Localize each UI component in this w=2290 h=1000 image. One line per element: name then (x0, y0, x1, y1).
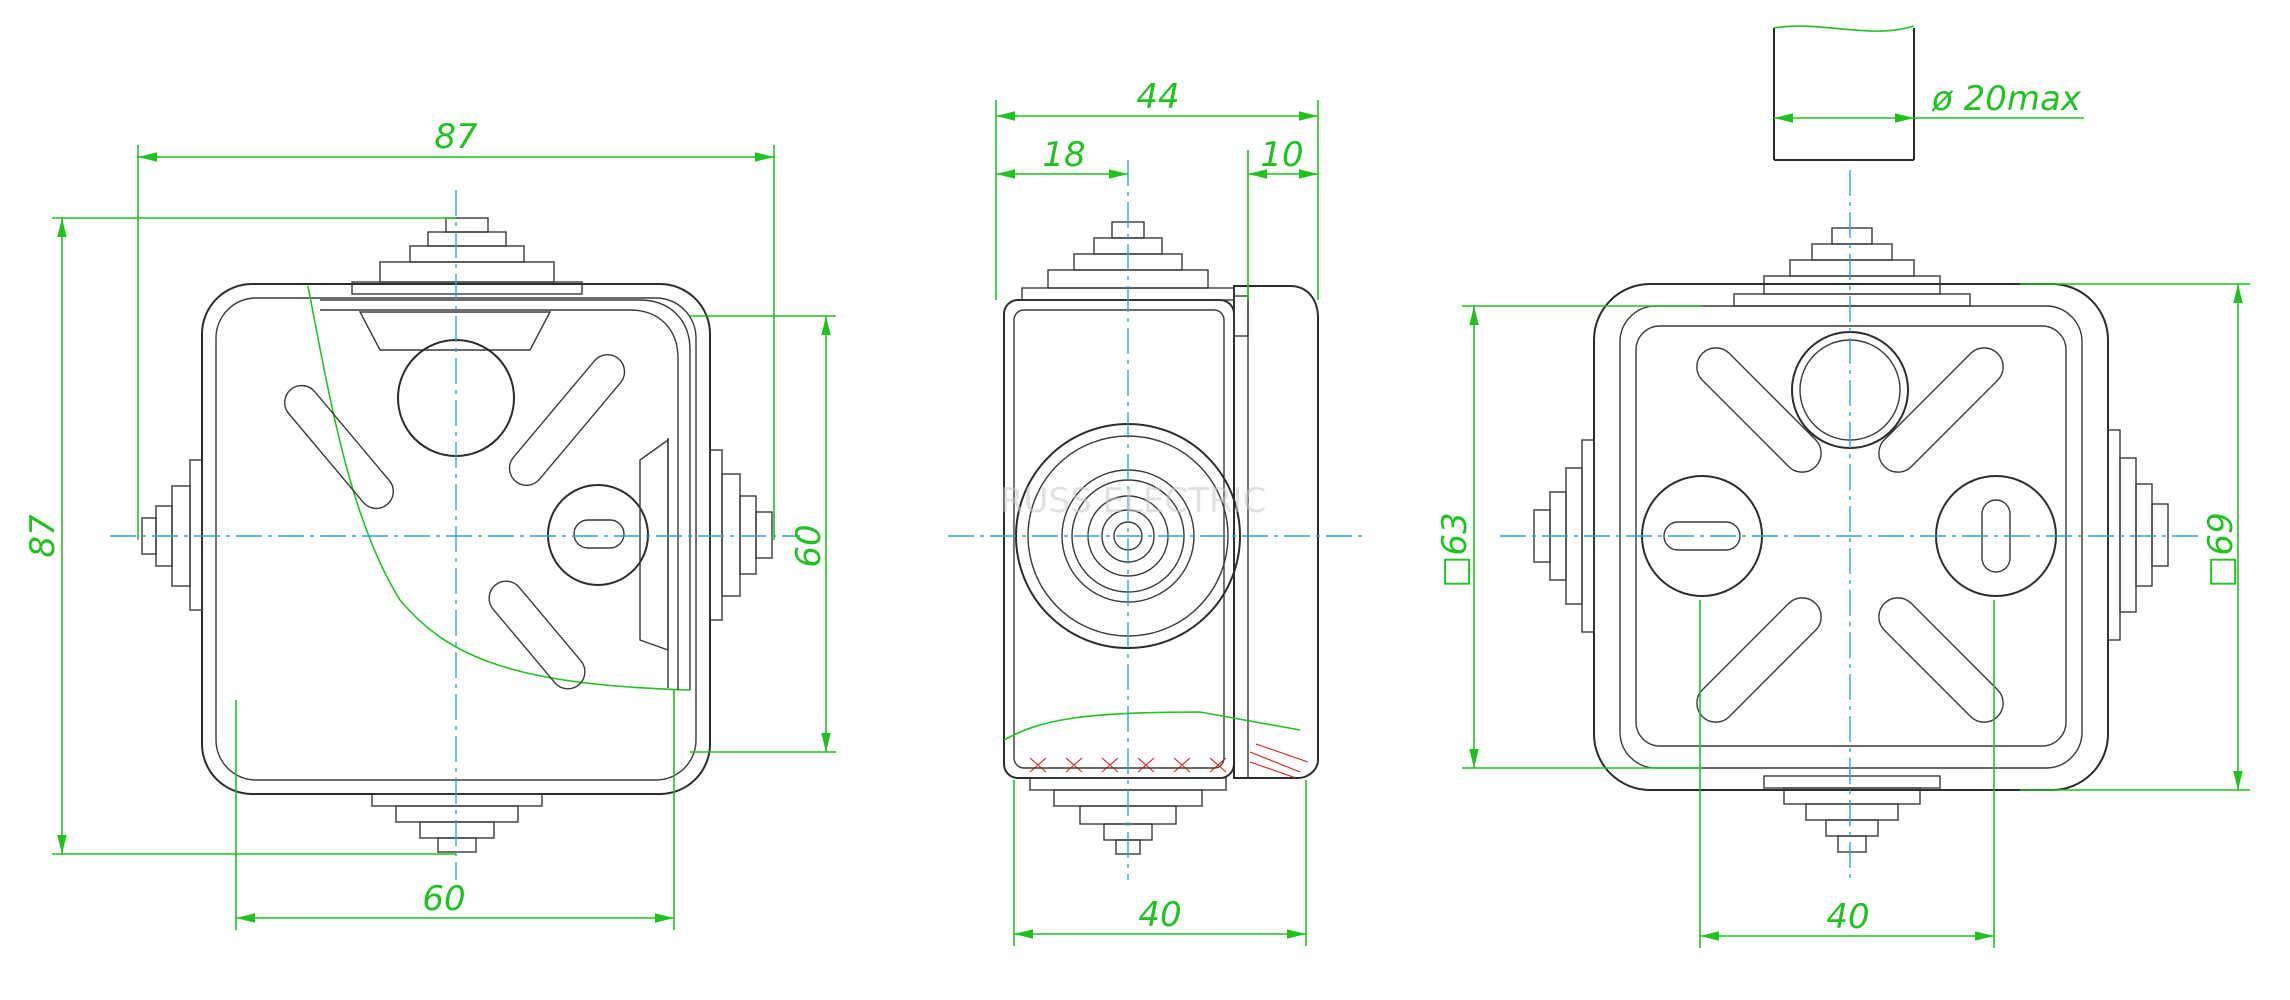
side-dim-bottom-label: 40 (1138, 895, 1181, 935)
back-view: ø 20max (1435, 25, 2250, 948)
back-dim-bottom: 40 (1699, 600, 1995, 948)
back-dim-bottom-label: 40 (1826, 897, 1869, 937)
back-dim-cable: ø 20max (1774, 79, 2084, 123)
back-dim-right: □69 (2020, 283, 2250, 791)
front-right-gland (709, 449, 773, 621)
side-view-body (1003, 299, 1235, 779)
side-dim-left: 18 (996, 135, 1128, 179)
side-dim-left-label: 18 (1042, 135, 1085, 175)
back-top-gland (1733, 227, 1971, 307)
back-bottom-gland (1763, 775, 1941, 853)
side-dim-right: 10 (1247, 135, 1318, 300)
side-section-hatch (1029, 743, 1309, 779)
front-dim-left-label: 87 (23, 514, 63, 558)
side-dim-bottom: 40 (1013, 780, 1307, 946)
front-dim-top-label: 87 (434, 117, 478, 157)
side-dim-right-label: 10 (1260, 135, 1303, 175)
watermark: RUSS ELECTRIC (1000, 481, 1266, 521)
front-dim-right-label: 60 (789, 524, 829, 567)
front-bottom-gland (371, 793, 543, 853)
back-dim-cable-label: ø 20max (1931, 79, 2082, 119)
front-dim-left: 87 (23, 217, 456, 855)
front-screw-post (547, 484, 649, 586)
front-top-gland (351, 217, 583, 295)
side-view: RUSS ELECTRIC 44 18 10 40 (948, 77, 1362, 946)
side-dim-total: 44 (995, 77, 1319, 300)
back-dim-right-label: □69 (2201, 512, 2241, 587)
front-left-gland (141, 459, 203, 611)
back-view-body (1593, 283, 2109, 791)
front-dim-top: 87 (137, 117, 775, 540)
front-dim-right: 60 (690, 315, 836, 753)
side-dim-total-label: 44 (1136, 77, 1179, 117)
back-dim-left: □63 (1435, 305, 1702, 769)
front-knockout-hole (397, 339, 515, 457)
back-dim-left-label: □63 (1435, 512, 1475, 587)
front-dim-bottom-label: 60 (422, 879, 465, 919)
front-view: 87 87 60 60 (23, 117, 836, 930)
front-dim-bottom: 60 (235, 690, 675, 930)
back-right-gland (2107, 429, 2169, 641)
back-cable-stub (1773, 25, 1915, 161)
